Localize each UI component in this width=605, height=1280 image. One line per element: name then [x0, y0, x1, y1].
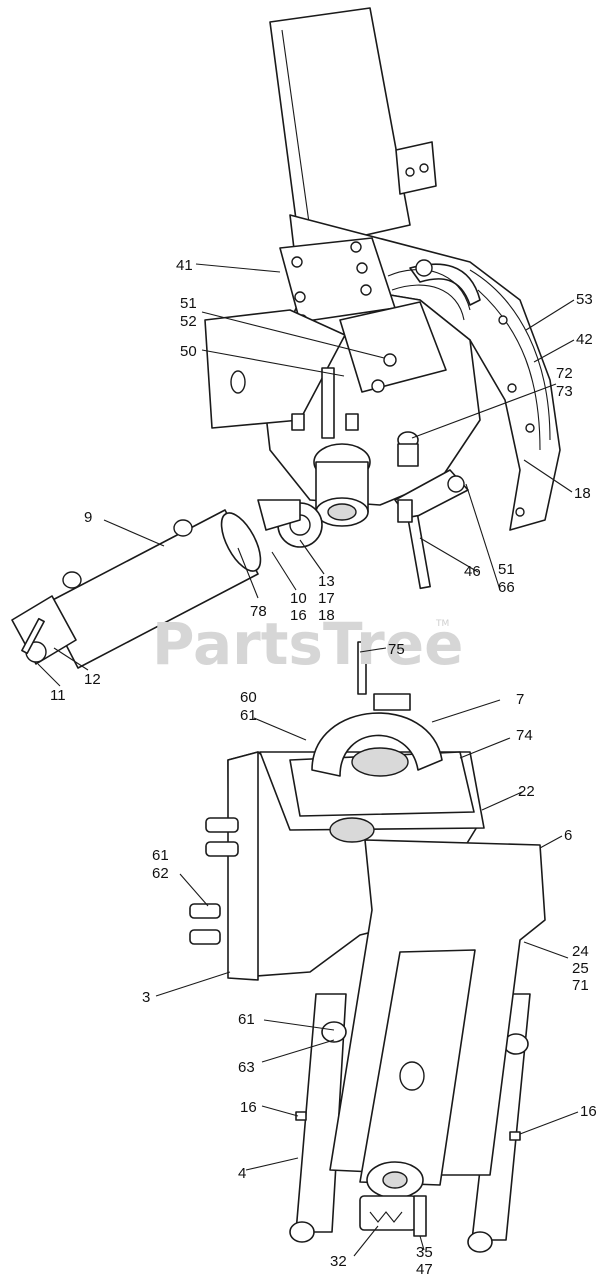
- label-73: 73: [556, 383, 573, 400]
- label-16: 16: [290, 607, 307, 624]
- label-4: 4: [238, 1165, 246, 1182]
- label-12: 12: [84, 671, 101, 688]
- label-7: 7: [516, 691, 524, 708]
- leader-lines: [37, 263, 579, 1257]
- label-13: 13: [318, 573, 335, 590]
- label-51: 51: [180, 295, 197, 312]
- bottom-clamp: [359, 1195, 427, 1237]
- part-numbers: 41 51 52 50 53 42 72 73 18 9 51 66 46 13…: [50, 257, 597, 1278]
- label-51-arm: 51: [498, 561, 515, 578]
- label-24: 24: [572, 943, 589, 960]
- label-61: 61: [240, 707, 257, 724]
- label-52: 52: [180, 313, 197, 330]
- label-66: 66: [498, 579, 515, 596]
- label-32: 32: [330, 1253, 347, 1270]
- plate-cutout: [329, 817, 375, 843]
- label-78: 78: [250, 603, 267, 620]
- watermark-tm: TM: [435, 619, 449, 629]
- label-11: 11: [50, 687, 66, 704]
- cotter-pin: [357, 641, 367, 695]
- label-3: 3: [142, 989, 150, 1006]
- base-bolts: [189, 817, 239, 945]
- label-6: 6: [564, 827, 572, 844]
- label-22: 22: [518, 783, 535, 800]
- label-18-bushing: 18: [318, 607, 335, 624]
- center-shaft: [291, 367, 371, 527]
- label-61-bolts: 61: [152, 847, 169, 864]
- hydraulic-cylinder: [11, 499, 301, 669]
- label-60: 60: [240, 689, 257, 706]
- label-41: 41: [176, 257, 193, 274]
- label-9: 9: [84, 509, 92, 526]
- label-17: 17: [318, 590, 335, 607]
- main-channel: [329, 839, 546, 1199]
- label-46: 46: [464, 563, 481, 580]
- label-10: 10: [290, 590, 307, 607]
- upper-bracket: [395, 141, 437, 195]
- bearing-housing: [289, 693, 475, 817]
- rail-tube-left: [289, 993, 347, 1243]
- gear-segment: [387, 259, 481, 321]
- label-71: 71: [572, 977, 589, 994]
- watermark: PartsTree TM: [152, 610, 463, 678]
- label-72: 72: [556, 365, 573, 382]
- label-74: 74: [516, 727, 533, 744]
- label-53: 53: [576, 291, 593, 308]
- label-16-left: 16: [240, 1099, 257, 1116]
- label-47: 47: [416, 1261, 433, 1278]
- label-62: 62: [152, 865, 169, 882]
- label-25: 25: [572, 960, 589, 977]
- label-61-rail: 61: [238, 1011, 255, 1028]
- label-35: 35: [416, 1244, 433, 1261]
- inner-plate: [339, 301, 447, 393]
- label-75: 75: [388, 641, 405, 658]
- label-42: 42: [576, 331, 593, 348]
- label-18: 18: [574, 485, 591, 502]
- link-arm: [394, 431, 469, 590]
- label-63: 63: [238, 1059, 255, 1076]
- label-16-right: 16: [580, 1103, 597, 1120]
- watermark-text: PartsTree: [152, 610, 463, 678]
- label-50: 50: [180, 343, 197, 360]
- chute-plate: [269, 7, 411, 251]
